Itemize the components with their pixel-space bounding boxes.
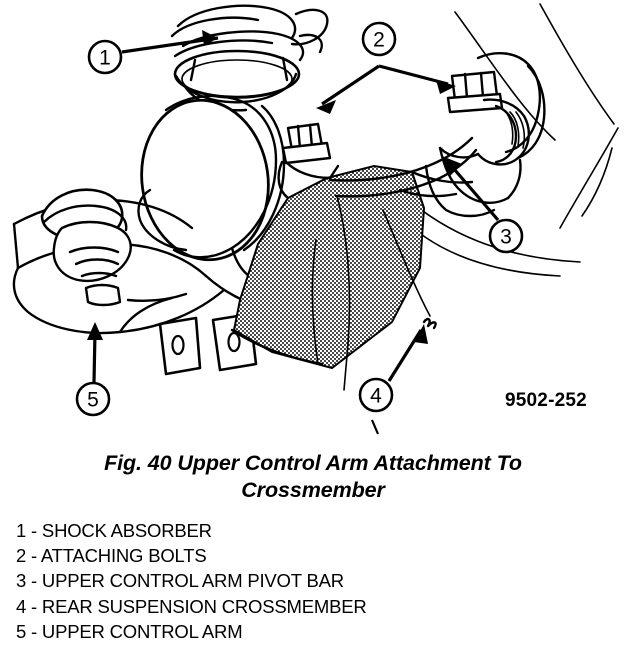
callout-1-number: 1 (99, 47, 111, 70)
callout-2-number: 2 (373, 29, 385, 52)
legend-item-5: 5 - UPPER CONTROL ARM (16, 620, 243, 642)
suspension-diagram-drawing: 1 2 3 4 (12, 3, 619, 435)
callout-5-number: 5 (87, 389, 99, 412)
legend-item-1: 1 - SHOCK ABSORBER (16, 520, 212, 541)
caption-line-2: Crossmember (241, 478, 385, 502)
figure-legend: 1 - SHOCK ABSORBER 2 - ATTACHING BOLTS 3… (16, 518, 616, 644)
callout-4-crossmember[interactable]: 4 (358, 317, 437, 435)
caption-line-1: Fig. 40 Upper Control Arm Attachment To (104, 451, 522, 475)
upper-control-arm (12, 188, 270, 335)
shock-absorber-body (137, 94, 286, 280)
callout-5-upper-control-arm[interactable]: 5 (75, 322, 111, 417)
callout-1-shock-absorber[interactable]: 1 (87, 30, 219, 75)
shock-absorber-upper-mount (170, 4, 329, 112)
technical-illustration: 1 2 3 4 (12, 3, 619, 435)
figure-part-code: 9502-252 (505, 390, 587, 411)
legend-item-2: 2 - ATTACHING BOLTS (16, 545, 207, 567)
callout-3-number: 3 (500, 226, 512, 249)
callout-2-attaching-bolts[interactable]: 2 (316, 21, 456, 114)
legend-item-4: 4 - REAR SUSPENSION CROSSMEMBER (16, 595, 367, 617)
upper-control-arm-pivot-bar (277, 52, 546, 218)
legend-item-3: 3 - UPPER CONTROL ARM PIVOT BAR (16, 570, 344, 592)
callout-4-number: 4 (370, 385, 382, 408)
figure-caption: Fig. 40 Upper Control Arm Attachment To … (0, 450, 626, 504)
callout-3-pivot-bar[interactable]: 3 (442, 156, 524, 254)
